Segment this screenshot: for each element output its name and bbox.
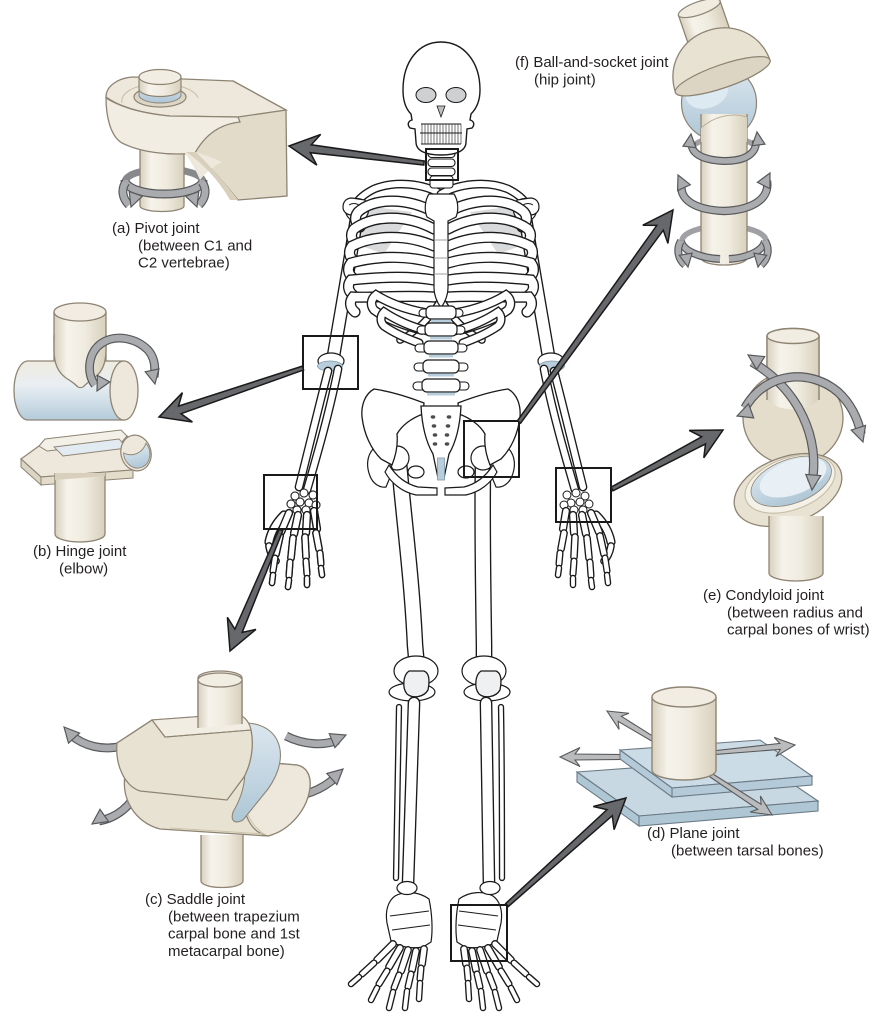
svg-text:(hip joint): (hip joint)	[534, 71, 596, 88]
svg-text:(d) Plane joint: (d) Plane joint	[647, 825, 740, 842]
svg-text:(elbow): (elbow)	[59, 560, 108, 577]
svg-text:(between radius and: (between radius and	[727, 604, 863, 621]
svg-text:C2 vertebrae): C2 vertebrae)	[138, 255, 230, 272]
svg-text:carpal bone and 1st: carpal bone and 1st	[168, 926, 301, 943]
svg-text:(f) Ball-and-socket joint: (f) Ball-and-socket joint	[515, 54, 669, 71]
svg-text:(between C1 and: (between C1 and	[138, 237, 252, 254]
svg-text:(b) Hinge joint: (b) Hinge joint	[33, 543, 127, 560]
svg-text:(a) Pivot joint: (a) Pivot joint	[112, 220, 200, 237]
svg-text:metacarpal bone): metacarpal bone)	[168, 943, 285, 960]
svg-text:carpal bones of wrist): carpal bones of wrist)	[727, 622, 870, 639]
svg-text:(e) Condyloid joint: (e) Condyloid joint	[703, 587, 825, 604]
svg-text:(between trapezium: (between trapezium	[168, 908, 300, 925]
svg-text:(c) Saddle joint: (c) Saddle joint	[145, 891, 246, 908]
svg-text:(between tarsal bones): (between tarsal bones)	[671, 842, 824, 859]
